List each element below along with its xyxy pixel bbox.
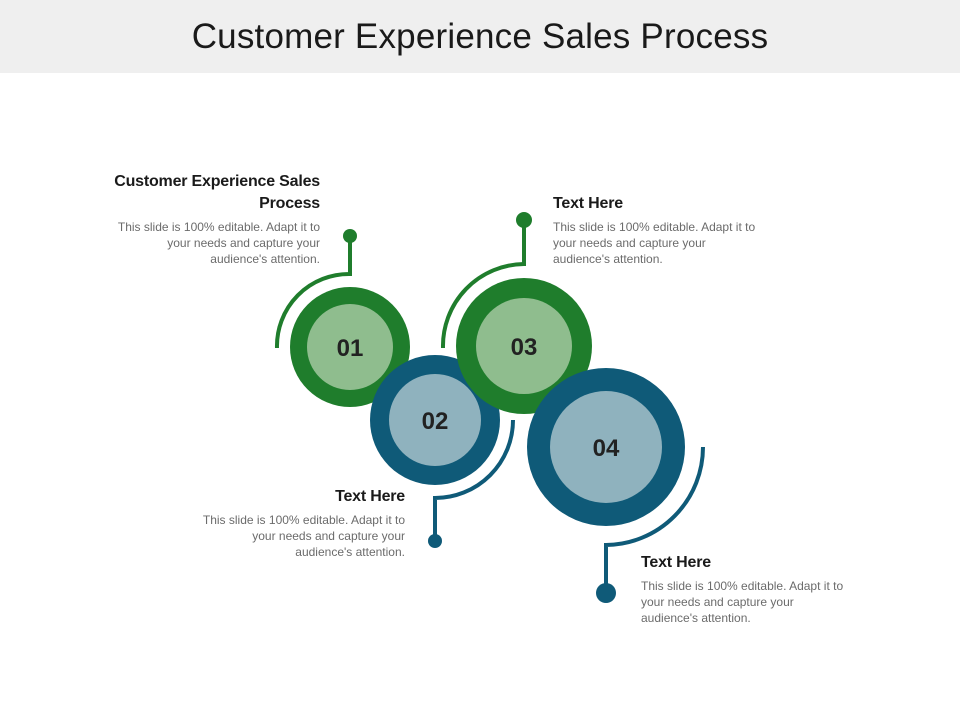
step-number-01: 01: [337, 335, 364, 362]
step-body-04: This slide is 100% editable. Adapt it to…: [641, 579, 844, 625]
title-bar: Customer Experience Sales Process: [0, 0, 960, 73]
step-circle-01: 01: [290, 287, 410, 407]
step-text-04: Text Here This slide is 100% editable. A…: [641, 552, 846, 626]
step-heading-01: Customer Experience Sales Process: [114, 173, 320, 212]
connector-01: [274, 236, 352, 349]
step-circle-04: 04: [527, 368, 685, 526]
step-number-02: 02: [422, 408, 449, 435]
connector-03: [440, 220, 526, 349]
step-circle-03: 03: [456, 278, 592, 414]
step-body-02: This slide is 100% editable. Adapt it to…: [202, 513, 405, 559]
step-number-03: 03: [511, 334, 538, 361]
step-heading-03: Text Here: [553, 195, 623, 212]
step-circle-02: 02: [370, 355, 500, 485]
step-body-01: This slide is 100% editable. Adapt it to…: [117, 220, 320, 266]
page-title: Customer Experience Sales Process: [191, 16, 769, 56]
connector-dot-01: [343, 229, 357, 243]
step-body-03: This slide is 100% editable. Adapt it to…: [553, 220, 756, 266]
connector-dot-03: [516, 212, 532, 228]
step-text-01: Customer Experience Sales Process This s…: [110, 171, 320, 267]
connector-dot-04: [596, 583, 616, 603]
step-text-02: Text Here This slide is 100% editable. A…: [200, 486, 405, 560]
step-heading-02: Text Here: [335, 488, 405, 505]
connector-02: [433, 419, 515, 541]
connector-dot-02: [428, 534, 442, 548]
step-number-04: 04: [593, 435, 620, 462]
step-heading-04: Text Here: [641, 554, 711, 571]
connector-04: [604, 446, 705, 593]
step-text-03: Text Here This slide is 100% editable. A…: [553, 193, 758, 267]
